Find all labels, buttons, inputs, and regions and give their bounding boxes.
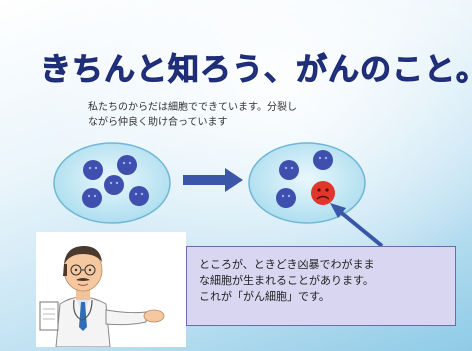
arrow-right-icon	[183, 168, 243, 192]
doctor-illustration	[36, 232, 186, 347]
intro-line-1: 私たちのからだは細胞でできています。分裂し	[88, 102, 297, 113]
callout-line-3: これが「がん細胞」です。	[199, 290, 330, 303]
pointer-arrow	[330, 203, 384, 248]
healthy-cell-icon	[276, 150, 333, 208]
callout-line-1: ところが、ときどき凶暴でわがまま	[199, 258, 375, 271]
cancer-cell-icon	[311, 181, 335, 205]
healthy-cell-icon	[82, 155, 149, 208]
slide-title: きちんと知ろう、がんのこと。	[40, 52, 472, 89]
intro-line-2: ながら仲良く助け合っています	[88, 117, 228, 128]
cancer-cell-callout: ところが、ときどき凶暴でわがまま な細胞が生まれることがあります。 これが「がん…	[186, 246, 456, 326]
cancer-cell-group	[248, 142, 366, 224]
intro-text: 私たちのからだは細胞でできています。分裂し ながら仲良く助け合っています	[88, 100, 418, 130]
callout-line-2: な細胞が生まれることがあります。	[199, 274, 374, 287]
healthy-cell-group	[53, 142, 171, 224]
